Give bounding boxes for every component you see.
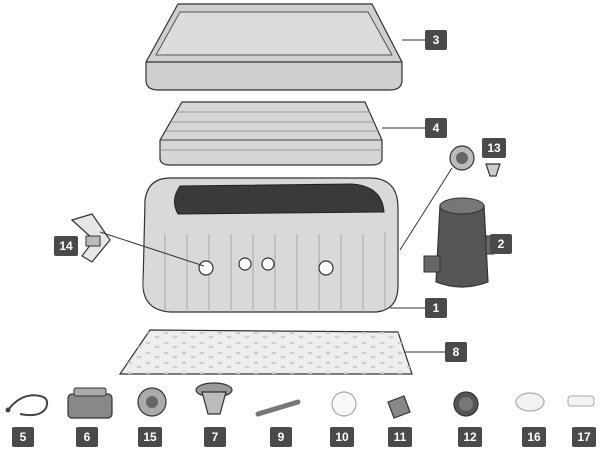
label-badge-filter-cartridge: 15 [138, 427, 162, 447]
ground-cloth [118, 329, 413, 375]
label-badge-groundcloth: 8 [445, 342, 467, 362]
label-badge-adapter: 17 [572, 427, 596, 447]
spanner-wrench [331, 391, 357, 417]
label-filter-cartridge: 15 [143, 430, 157, 444]
chemical-dispenser [195, 382, 233, 415]
label-buckle: 14 [59, 239, 73, 253]
label-badge-pump: 2 [490, 234, 512, 254]
label-dispenser: 7 [212, 430, 219, 444]
label-hose: 5 [20, 430, 27, 444]
label-wrench: 10 [335, 430, 349, 444]
label-badge-lid: 4 [425, 118, 447, 138]
label-badge-connector: 16 [522, 427, 546, 447]
hose-connector [515, 392, 545, 412]
label-badge-brush: 9 [270, 427, 292, 447]
cleaning-brush [255, 399, 301, 417]
label-badge-spa: 1 [425, 298, 447, 318]
spa-cover [145, 3, 403, 91]
spa-body [142, 177, 399, 313]
label-pump-cap: 13 [487, 141, 501, 155]
valve-cap [453, 391, 479, 417]
label-badge-plug-tool: 11 [388, 427, 412, 447]
label-badge-buckle: 14 [54, 236, 78, 256]
safety-buckle [70, 213, 111, 263]
label-connector: 16 [527, 430, 541, 444]
label-brush: 9 [278, 430, 285, 444]
filter-housing [67, 387, 113, 419]
label-badge-cover: 3 [425, 30, 447, 50]
label-badge-wrench: 10 [330, 427, 354, 447]
hose [5, 394, 49, 417]
label-badge-hose: 5 [12, 427, 34, 447]
adapter [567, 395, 595, 407]
drain-plug-tool [387, 395, 411, 419]
label-plug-tool: 11 [394, 430, 407, 444]
label-adapter: 17 [577, 430, 591, 444]
label-groundcloth: 8 [453, 345, 460, 359]
pump-unit [423, 197, 495, 288]
label-lid: 4 [433, 121, 440, 135]
label-filter-housing: 6 [84, 430, 91, 444]
label-badge-filter-housing: 6 [76, 427, 98, 447]
label-badge-pump-cap: 13 [482, 138, 506, 158]
label-spa: 1 [433, 301, 440, 315]
label-badge-dispenser: 7 [204, 427, 226, 447]
leader-pump-cap [399, 167, 453, 251]
label-valve-cap: 12 [463, 430, 477, 444]
filter-cartridge [137, 387, 167, 417]
label-pump: 2 [498, 237, 505, 251]
pump-cap [449, 145, 501, 177]
label-badge-valve-cap: 12 [458, 427, 482, 447]
inflatable-lid [159, 101, 383, 166]
leader-buckle [99, 231, 205, 267]
label-cover: 3 [433, 33, 440, 47]
